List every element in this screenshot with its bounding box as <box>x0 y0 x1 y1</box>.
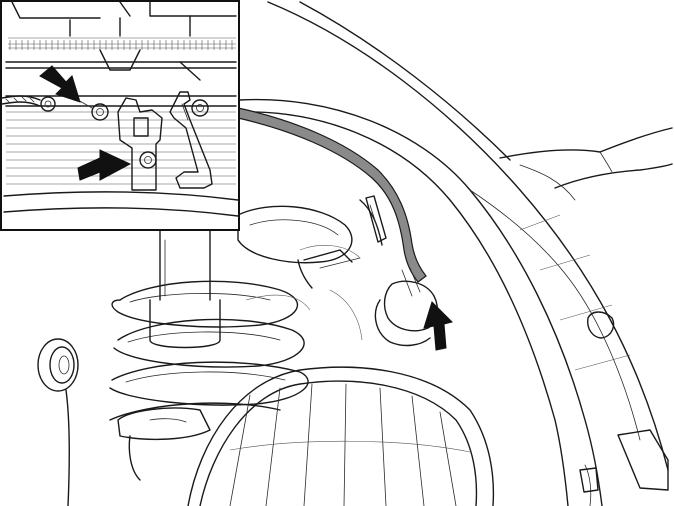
fender-outer-edge <box>267 1 669 471</box>
bolt-center <box>91 103 109 121</box>
wheel-arch-liner-inner <box>239 111 569 506</box>
shock-absorber <box>159 229 211 301</box>
wheel-arch-liner <box>239 98 603 506</box>
main-view <box>37 1 673 506</box>
spring-seat <box>237 205 353 264</box>
bolt-left <box>40 96 56 112</box>
upper-arm-lower <box>554 163 673 189</box>
harness-connector <box>383 280 439 332</box>
tyre <box>187 366 495 506</box>
inset-arrow-upper-icon <box>39 65 81 103</box>
inset-wire <box>1 95 41 101</box>
grommet <box>37 338 79 506</box>
coil-spring <box>109 280 309 421</box>
inset-vent-grille <box>8 40 236 50</box>
bumper-corner <box>617 429 669 491</box>
wiring-harness <box>237 107 427 283</box>
main-arrow-icon <box>423 301 453 351</box>
mounting-bracket <box>117 97 163 191</box>
hook-clip <box>169 91 213 189</box>
fender-outer-edge-inner <box>299 1 511 161</box>
upper-arm <box>499 127 673 159</box>
liner-clip <box>587 311 615 339</box>
secondary-wire <box>359 199 383 246</box>
detail-inset <box>0 0 240 231</box>
hub-assembly <box>117 407 211 441</box>
inset-arrow-lower-icon <box>77 149 132 181</box>
bolt-right <box>191 99 209 117</box>
